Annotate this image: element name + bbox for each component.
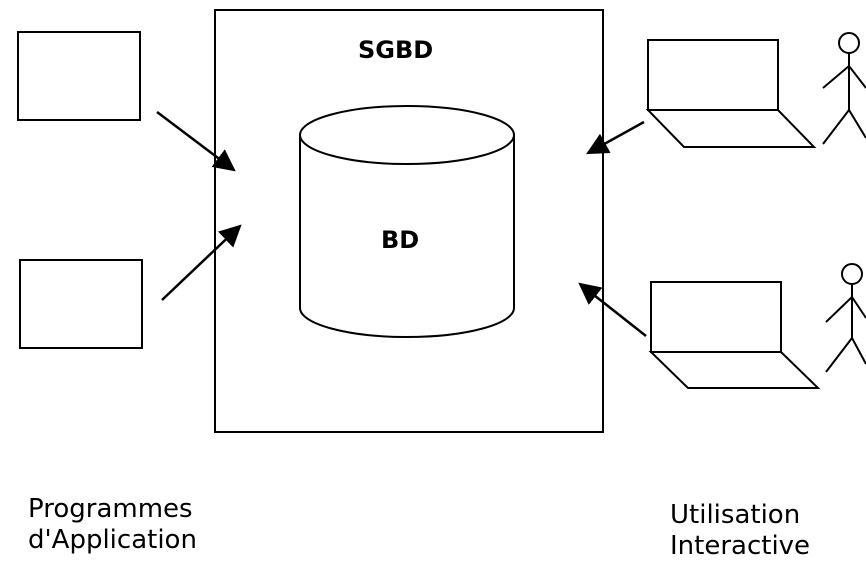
utilisation-interactive-caption: Utilisation Interactive — [670, 500, 810, 562]
arrow-program-top — [156, 111, 236, 172]
application-box-bottom — [19, 259, 143, 349]
laptop-icon-top — [645, 39, 817, 148]
arrow-program-bottom — [161, 224, 242, 301]
programmes-caption-line2: d'Application — [28, 525, 197, 555]
user-stick-figure-icon-top — [822, 32, 866, 145]
programmes-application-caption: Programmes d'Application — [28, 494, 197, 556]
user-stick-figure-icon-bottom — [825, 263, 866, 373]
arrow-terminal-top — [586, 120, 645, 155]
sgbd-label: SGBD — [358, 36, 434, 64]
programmes-caption-line1: Programmes — [28, 494, 193, 524]
arrow-terminal-bottom — [578, 282, 647, 337]
utilisation-caption-line1: Utilisation — [670, 500, 801, 530]
bd-label: BD — [381, 226, 420, 254]
laptop-icon-bottom — [648, 281, 821, 389]
sgbd-box — [214, 9, 604, 433]
utilisation-caption-line2: Interactive — [670, 531, 811, 561]
application-box-top — [17, 31, 141, 121]
database-cylinder-icon — [299, 105, 515, 338]
